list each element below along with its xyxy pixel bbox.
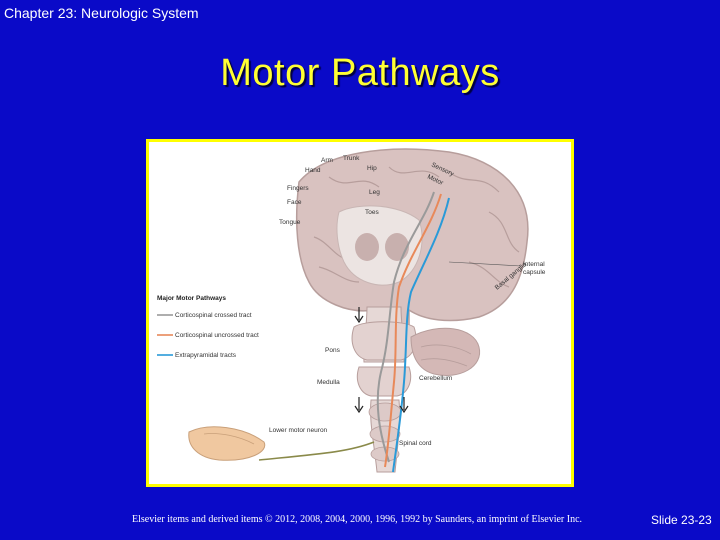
extrapyramidal-tract (392, 197, 450, 473)
medulla-shape (356, 366, 412, 397)
legend-title: Major Motor Pathways (157, 295, 226, 302)
label-capsule: capsule (523, 269, 546, 276)
hand-shape (188, 426, 266, 461)
motor-pathways-figure: Arm Trunk Hip Hand Fingers Face Tongue L… (146, 139, 574, 487)
label-face: Face (287, 199, 302, 206)
slide-number: Slide 23-23 (651, 513, 712, 527)
label-arm: Arm (321, 157, 333, 164)
legend-label-extrapyramidal: Extrapyramidal tracts (175, 352, 237, 359)
legend-label-uncrossed: Corticospinal uncrossed tract (175, 332, 259, 339)
label-lower-motor-neuron: Lower motor neuron (269, 427, 328, 434)
corticospinal-uncrossed-tract (384, 193, 442, 468)
copyright-notice: Elsevier items and derived items © 2012,… (132, 514, 583, 525)
label-leg: Leg (369, 189, 380, 196)
label-internal: Internal (523, 261, 545, 268)
brain-diagram: Arm Trunk Hip Hand Fingers Face Tongue L… (157, 148, 546, 473)
label-medulla: Medulla (317, 379, 340, 386)
label-fingers: Fingers (287, 185, 309, 192)
label-spinal-cord: Spinal cord (399, 440, 432, 447)
lower-motor-neuron-path (258, 441, 375, 461)
cerebellum-shape (410, 327, 481, 376)
pathway-legend: Major Motor Pathways Corticospinal cross… (157, 295, 259, 359)
slide-title: Motor Pathways (220, 52, 500, 94)
corticospinal-crossed-tract (376, 191, 435, 463)
label-hip: Hip (367, 165, 377, 172)
label-cerebellum: Cerebellum (419, 375, 452, 382)
label-pons: Pons (325, 347, 341, 354)
label-hand: Hand (305, 167, 321, 174)
chapter-heading: Chapter 23: Neurologic System (4, 5, 199, 21)
label-trunk: Trunk (343, 155, 360, 162)
label-tongue: Tongue (279, 219, 301, 226)
label-toes: Toes (365, 209, 379, 216)
legend-label-crossed: Corticospinal crossed tract (175, 312, 252, 319)
